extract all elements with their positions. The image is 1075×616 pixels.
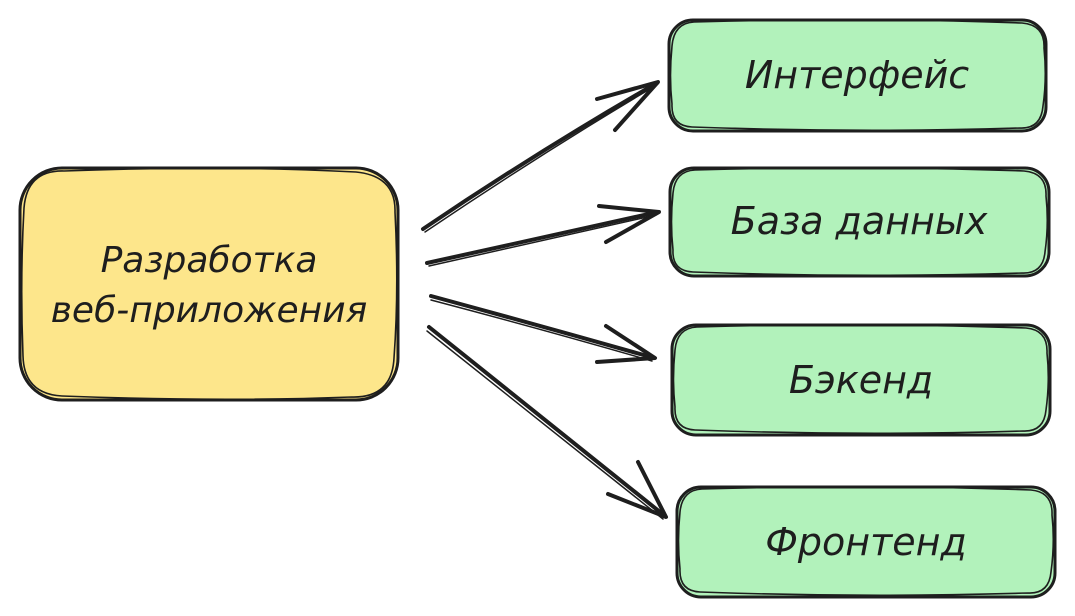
root-node[interactable]: Разработка веб-приложения xyxy=(18,166,400,402)
child-node-frontend[interactable]: Фронтенд xyxy=(675,485,1057,599)
root-label-line1: Разработка xyxy=(101,240,318,281)
arrow-line xyxy=(427,325,667,518)
arrow-line xyxy=(421,81,659,231)
arrow-to-database xyxy=(425,204,661,267)
child-label-database: База данных xyxy=(731,199,988,243)
arrow-line-sketch xyxy=(430,299,653,362)
root-node-sketch-outline xyxy=(20,167,398,401)
child-node-sketch-outline xyxy=(669,18,1047,132)
arrow-head xyxy=(595,324,657,364)
arrow-to-frontend xyxy=(426,325,668,520)
arrow-head xyxy=(606,460,668,519)
child-node-backend[interactable]: Бэкенд xyxy=(670,323,1052,437)
arrow-head xyxy=(595,80,660,132)
child-label-interface: Интерфейс xyxy=(745,53,969,97)
arrow-line xyxy=(425,210,660,265)
arrow-to-interface xyxy=(421,80,660,233)
root-node-box xyxy=(18,166,400,402)
child-node-sketch-outline xyxy=(670,166,1049,277)
child-node-sketch-outline xyxy=(672,323,1050,435)
child-label-backend: Бэкенд xyxy=(789,358,933,402)
child-node-database[interactable]: База данных xyxy=(668,166,1051,278)
arrow-line xyxy=(429,294,656,360)
arrow-line-sketch xyxy=(428,214,657,267)
child-node-sketch-outline xyxy=(677,485,1055,597)
arrow-head xyxy=(597,204,661,244)
root-label-line2: веб-приложения xyxy=(51,290,368,331)
arrow-line-sketch xyxy=(424,85,656,233)
child-node-interface[interactable]: Интерфейс xyxy=(667,18,1048,133)
child-label-frontend: Фронтенд xyxy=(765,520,967,564)
arrow-to-backend xyxy=(429,294,657,364)
arrow-line-sketch xyxy=(426,330,664,520)
